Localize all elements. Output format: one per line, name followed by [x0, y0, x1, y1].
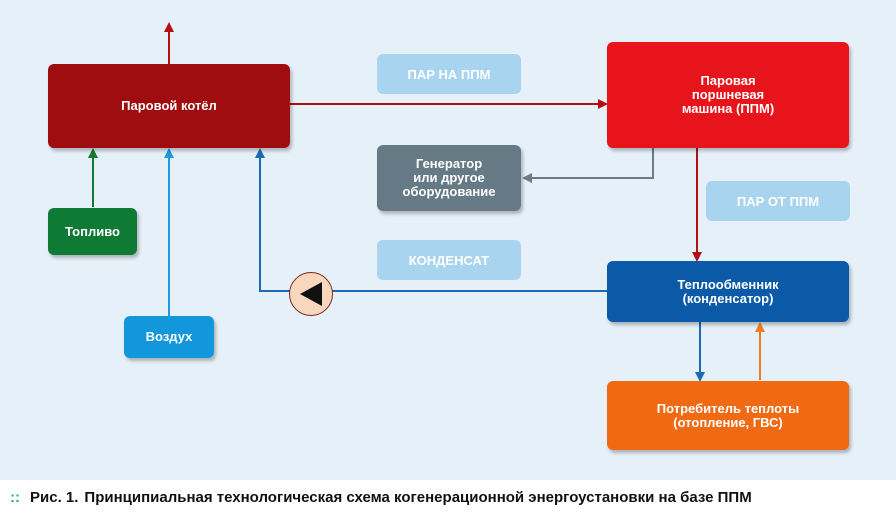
- label-condensate: КОНДЕНСАТ: [377, 240, 521, 280]
- steam-engine-box: Паровая поршневая машина (ППМ): [607, 42, 849, 148]
- caption-number: Рис. 1.: [30, 489, 79, 506]
- caption-text: Принципиальная технологическая схема ког…: [84, 489, 752, 506]
- label-steam-from-engine: ПАР ОТ ППМ: [706, 181, 850, 221]
- flow-arrows: [88, 22, 765, 382]
- generator-box: Генератор или другое оборудование: [377, 145, 521, 211]
- heat-exchanger-box: Теплообменник (конденсатор): [607, 261, 849, 322]
- arrow-engine-to-generator: [522, 148, 654, 183]
- caption-bullet: ::: [10, 489, 20, 506]
- consumer-box: Потребитель теплоты (отопление, ГВС): [607, 381, 849, 450]
- label-steam-to-engine: ПАР НА ППМ: [377, 54, 521, 94]
- boiler-box: Паровой котёл: [48, 64, 290, 148]
- diagram-canvas: ПАР НА ППМ ПАР ОТ ППМ КОНДЕНСАТ Паровой …: [0, 0, 896, 480]
- arrow-condensate: [255, 148, 607, 292]
- pump-icon: [289, 272, 333, 316]
- fuel-box: Топливо: [48, 208, 137, 255]
- figure-caption: ::Рис. 1. Принципиальная технологическая …: [10, 489, 752, 506]
- air-box: Воздух: [124, 316, 214, 358]
